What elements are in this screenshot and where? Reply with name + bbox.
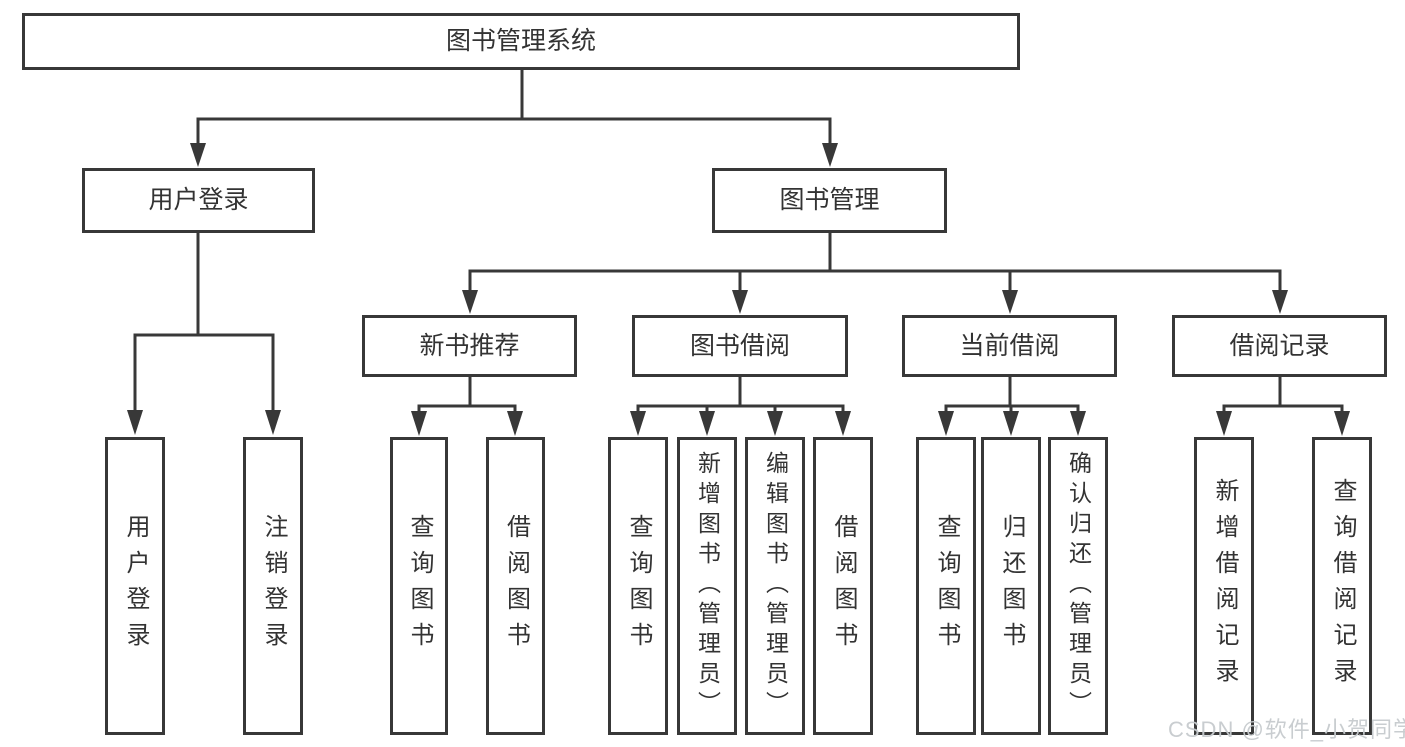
leaf-edit-book: 编辑图书（管理员） (745, 437, 805, 735)
leaf-confirm-return: 确认归还（管理员） (1048, 437, 1108, 735)
node-new-book-rec: 新书推荐 (362, 315, 577, 377)
node-current-borrow-label: 当前借阅 (959, 331, 1060, 360)
leaf-query-book-2: 查询图书 (608, 437, 668, 735)
node-root-label: 图书管理系统 (445, 27, 596, 55)
leaf-query-book-1: 查询图书 (390, 437, 448, 735)
node-user-login-label: 用户登录 (148, 186, 249, 214)
node-book-borrow-label: 图书借阅 (689, 331, 790, 360)
leaf-add-book: 新增图书（管理员） (677, 437, 737, 735)
leaf-query-book-1-label: 查询图书 (406, 514, 433, 658)
node-user-login: 用户登录 (82, 168, 315, 233)
leaf-confirm-return-label: 确认归还（管理员） (1065, 451, 1092, 721)
leaf-query-borrow-record-label: 查询借阅记录 (1329, 478, 1356, 694)
node-borrow-records-label: 借阅记录 (1229, 331, 1330, 360)
leaf-user-login: 用户登录 (105, 437, 165, 735)
node-book-mgmt: 图书管理 (712, 168, 947, 233)
leaf-query-book-2-label: 查询图书 (625, 514, 652, 658)
watermark: CSDN @软件_小贺同学 (1168, 717, 1405, 742)
leaf-query-borrow-record: 查询借阅记录 (1312, 437, 1372, 735)
leaf-logout: 注销登录 (243, 437, 303, 735)
leaf-borrow-book-2: 借阅图书 (813, 437, 873, 735)
leaf-borrow-book-1: 借阅图书 (486, 437, 545, 735)
node-book-borrow: 图书借阅 (632, 315, 848, 377)
leaf-query-book-3-label: 查询图书 (933, 514, 960, 658)
leaf-borrow-book-1-label: 借阅图书 (502, 514, 530, 658)
node-root: 图书管理系统 (22, 13, 1020, 70)
leaf-return-book: 归还图书 (981, 437, 1041, 735)
node-borrow-records: 借阅记录 (1172, 315, 1387, 377)
leaf-borrow-book-2-label: 借阅图书 (830, 514, 857, 658)
leaf-edit-book-label: 编辑图书（管理员） (762, 451, 789, 721)
leaf-add-borrow-record-label: 新增借阅记录 (1211, 478, 1238, 694)
leaf-logout-label: 注销登录 (260, 514, 287, 658)
node-book-mgmt-label: 图书管理 (779, 186, 880, 214)
node-new-book-rec-label: 新书推荐 (419, 331, 520, 360)
leaf-user-login-label: 用户登录 (122, 514, 149, 658)
node-current-borrow: 当前借阅 (902, 315, 1117, 377)
leaf-add-book-label: 新增图书（管理员） (694, 451, 721, 721)
leaf-add-borrow-record: 新增借阅记录 (1194, 437, 1254, 735)
leaf-query-book-3: 查询图书 (916, 437, 976, 735)
leaf-return-book-label: 归还图书 (998, 514, 1025, 658)
